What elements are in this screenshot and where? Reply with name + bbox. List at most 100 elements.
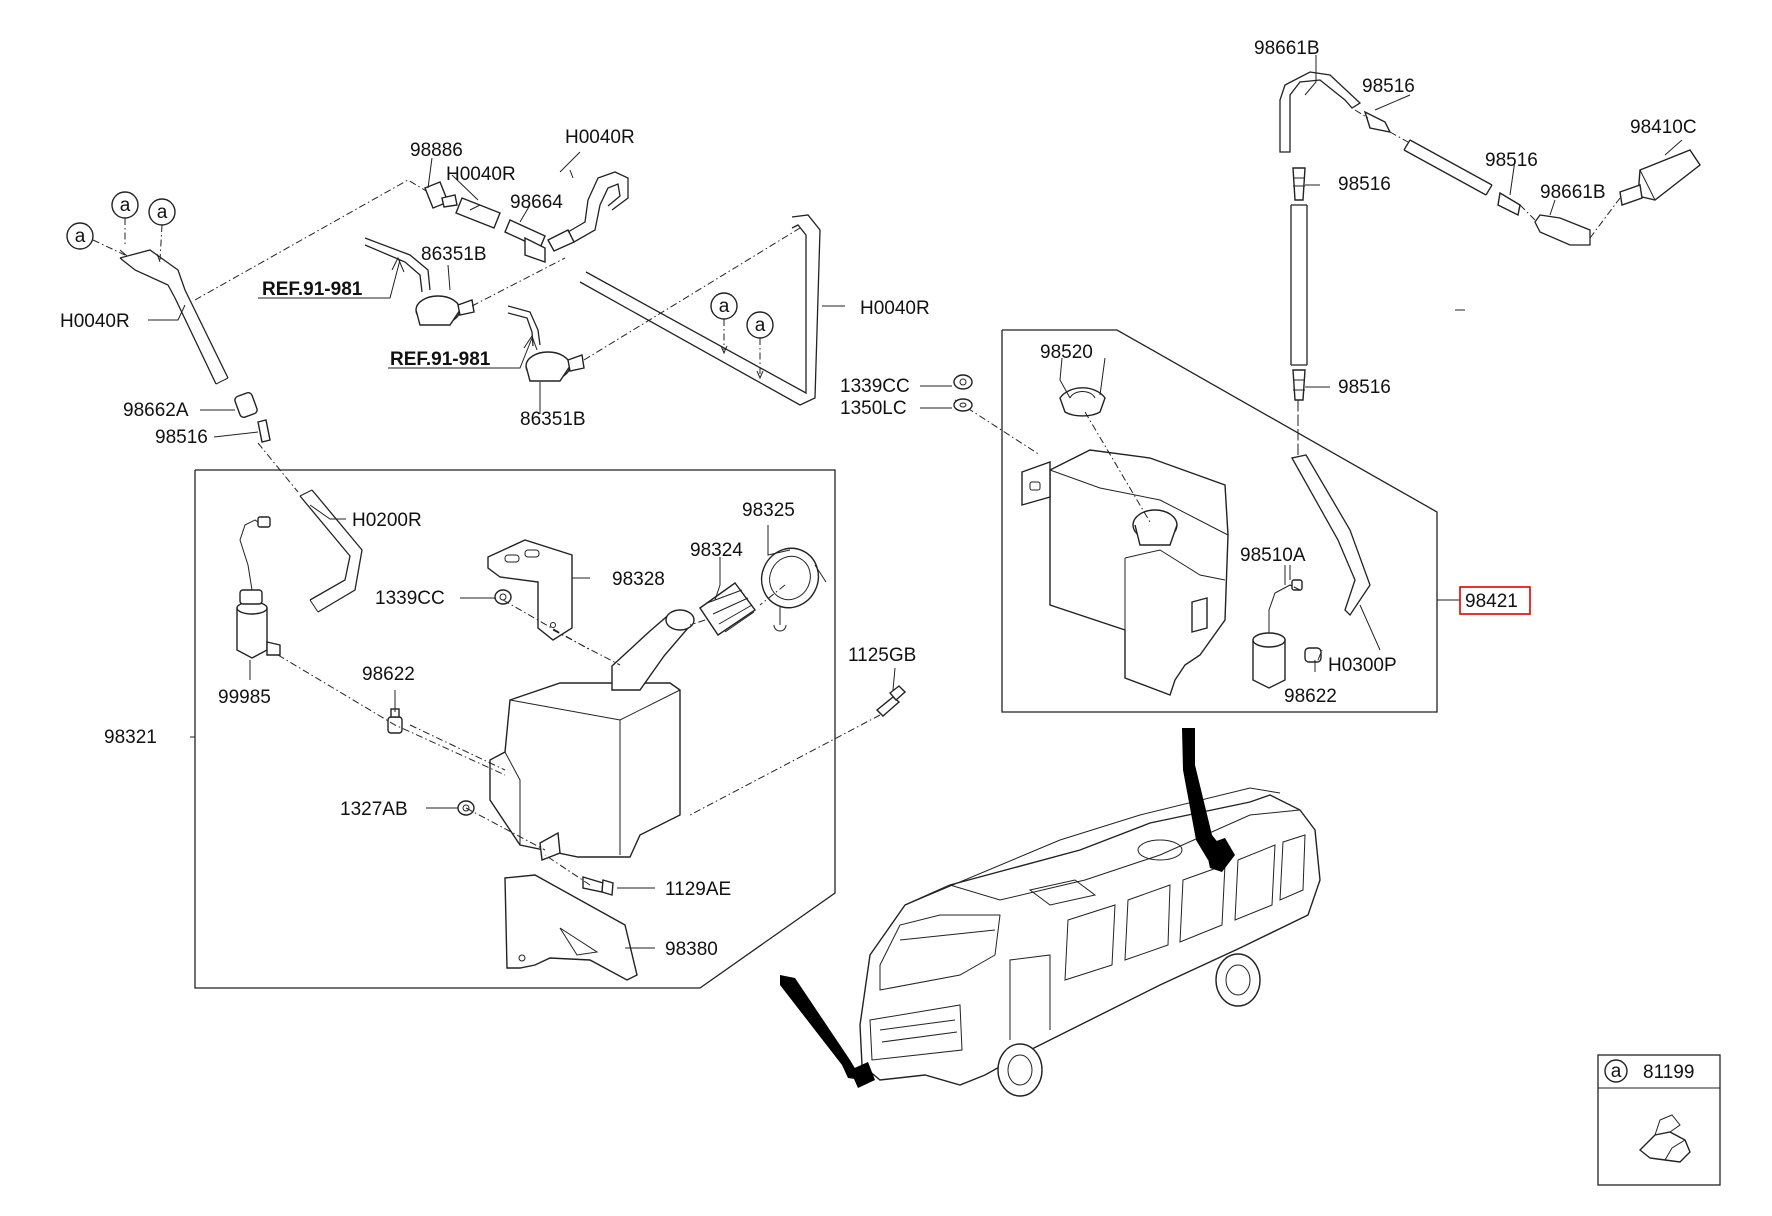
elbow-98661b-right <box>1534 214 1591 246</box>
washer-pump-99985 <box>236 516 281 659</box>
label-1327ab: 1327AB <box>340 799 408 820</box>
filler-bellows-98324 <box>699 582 756 636</box>
label-98325: 98325 <box>742 500 795 521</box>
label-98886: 98886 <box>410 140 463 161</box>
t-connector-98664 <box>504 219 575 263</box>
rear-nozzle-98410c <box>1619 149 1701 206</box>
label-98662a: 98662A <box>123 400 189 421</box>
label-98410c: 98410C <box>1630 117 1697 138</box>
box-98321-outline <box>194 469 836 989</box>
label-98664: 98664 <box>510 192 563 213</box>
nut-1339cc-right <box>953 374 973 390</box>
washer-1350lc <box>953 398 973 412</box>
grommet-98622-left <box>387 708 403 734</box>
box-98421-outline <box>1001 329 1438 713</box>
washer-reservoir-left <box>489 609 695 858</box>
label-98510a: 98510A <box>1240 545 1306 566</box>
highlight-box-98421[interactable] <box>1459 586 1531 615</box>
label-98380: 98380 <box>665 939 718 960</box>
label-99985: 99985 <box>218 687 271 708</box>
label-1350lc: 1350LC <box>840 398 907 419</box>
grommet-98622-right <box>1304 647 1322 663</box>
leader-dashes-rear <box>1297 109 1621 450</box>
label-98324: 98324 <box>690 540 743 561</box>
bolt-1125gb <box>875 685 907 717</box>
label-ref-upper[interactable]: REF.91-981 <box>262 279 363 300</box>
elbow-98661b-top <box>1279 71 1362 153</box>
connector-98516-left <box>257 419 271 443</box>
reservoir-cap-98520 <box>1059 387 1106 417</box>
ref-hose-lower <box>507 305 541 347</box>
check-valve-98886 <box>424 181 458 209</box>
label-98520: 98520 <box>1040 342 1093 363</box>
ref-hose-upper <box>364 237 431 293</box>
label-98516-d: 98516 <box>1338 377 1391 398</box>
leader-dashes-right <box>954 390 1323 661</box>
label-h0040r-c: H0040R <box>860 298 930 319</box>
bus-illustration <box>859 787 1321 1097</box>
label-98421[interactable]: 98421 <box>1465 591 1518 612</box>
hose-h0300p <box>1291 454 1371 617</box>
filler-cap-98325 <box>760 547 827 632</box>
bolt-1129ae <box>582 876 614 896</box>
legend-part-number: 81199 <box>1643 1062 1694 1083</box>
hose-vertical-right <box>1290 204 1308 366</box>
label-98622-left: 98622 <box>362 664 415 685</box>
connector-98516-low <box>1292 369 1306 401</box>
location-blob-front <box>850 1062 875 1088</box>
callout-letter: a <box>157 202 168 223</box>
label-h0040r-b: H0040R <box>446 164 516 185</box>
bracket-98380 <box>504 874 638 981</box>
callout-letter: a <box>719 296 730 317</box>
label-98622-right: 98622 <box>1284 686 1337 707</box>
label-1129ae: 1129AE <box>665 879 731 900</box>
washer-nozzle-86351b-lower <box>525 351 585 382</box>
label-86351b-upper: 86351B <box>421 244 487 265</box>
hose-h0200r <box>299 489 363 613</box>
label-98516-c: 98516 <box>1485 150 1538 171</box>
hose-h0040r-left <box>119 249 229 385</box>
hose-h0040r-short <box>455 197 501 229</box>
washer-nozzle-86351b-upper <box>415 295 475 326</box>
nut-1339cc-left <box>494 589 512 605</box>
label-ref-lower[interactable]: REF.91-981 <box>390 349 491 370</box>
connector-98516-top <box>1363 110 1392 133</box>
hose-h0200r-ends <box>299 489 319 613</box>
washer-pump-98510a <box>1252 579 1303 689</box>
label-1339cc-right: 1339CC <box>840 376 910 397</box>
label-98661b-top: 98661B <box>1254 38 1320 59</box>
label-h0040r-a: H0040R <box>565 127 635 148</box>
hose-h0040r-hook <box>567 171 629 243</box>
label-98328: 98328 <box>612 569 665 590</box>
connector-98516-mid <box>1292 167 1306 201</box>
washer-reservoir-right <box>1021 449 1229 696</box>
legend-letter: a <box>1611 1061 1622 1082</box>
label-98321: 98321 <box>104 727 157 748</box>
label-98661b-right: 98661B <box>1540 182 1606 203</box>
label-98516-a: 98516 <box>1362 76 1415 97</box>
bracket-98328 <box>487 539 573 641</box>
callout-a-group: a a a a a <box>66 191 774 380</box>
label-86351b-lower: 86351B <box>520 409 586 430</box>
leader-dash-nozzles <box>471 227 801 361</box>
callout-letter: a <box>120 195 131 216</box>
location-arrow-front <box>780 975 862 1080</box>
hose-diagonal-right <box>1403 139 1493 196</box>
label-98516-e: 98516 <box>155 427 208 448</box>
connector-98516-right <box>1497 191 1521 217</box>
label-1125gb: 1125GB <box>848 645 916 666</box>
connector-98662a <box>234 392 258 418</box>
hose-h0040r-loop <box>579 214 821 406</box>
label-98516-b: 98516 <box>1338 174 1391 195</box>
label-leaders <box>148 55 1683 949</box>
legend-box: a 81199 <box>1597 1054 1721 1186</box>
clip-81199-icon <box>1638 1114 1691 1163</box>
label-1339cc-left: 1339CC <box>375 588 445 609</box>
label-h0200r: H0200R <box>352 510 422 531</box>
ref-labels <box>258 256 538 369</box>
tank-mount-tab <box>539 831 561 861</box>
label-h0300p: H0300P <box>1328 655 1397 676</box>
label-h0040r-d: H0040R <box>60 311 130 332</box>
